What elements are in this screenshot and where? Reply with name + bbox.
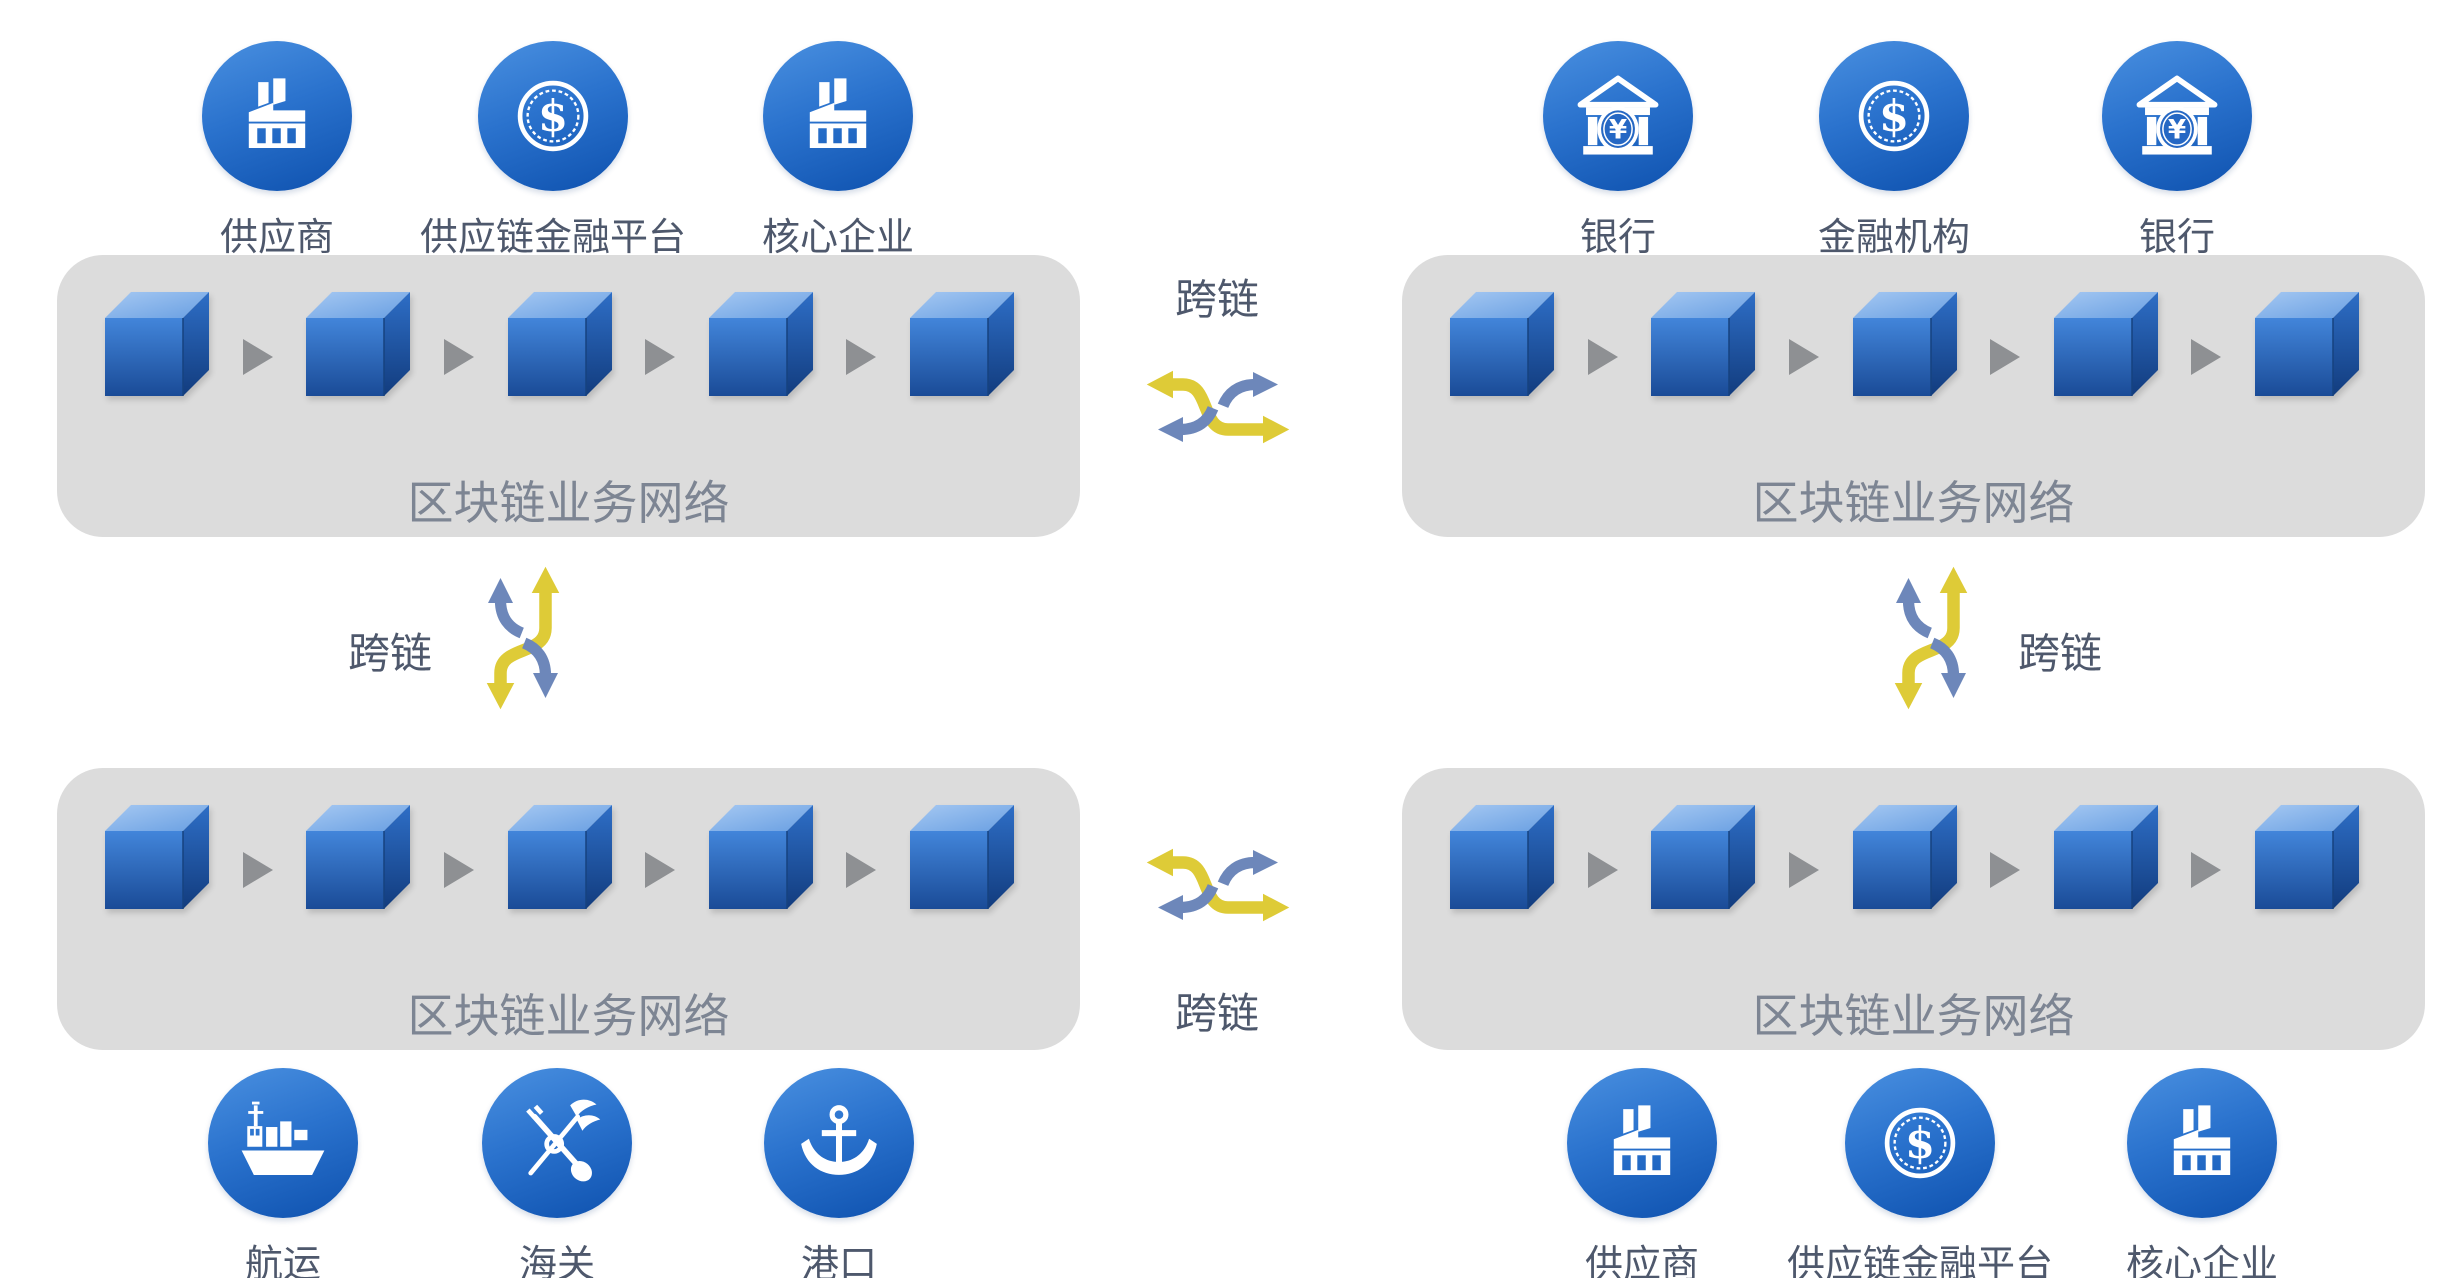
- cross-chain-swap-icon: [1143, 357, 1293, 457]
- block-cube: [1450, 292, 1554, 396]
- chain-arrow-icon: [1990, 852, 2021, 888]
- block-cube: [2054, 292, 2158, 396]
- org-label-bank: 银行: [2138, 217, 2216, 259]
- bank-yuan-icon: [2102, 41, 2252, 191]
- block-cube: [306, 805, 410, 909]
- chain-arrow-icon: [645, 339, 676, 375]
- customs-emblem-icon: [482, 1068, 632, 1218]
- cargo-ship-icon: [208, 1068, 358, 1218]
- dollar-coin-icon: [1819, 41, 1969, 191]
- network-label: 区块链业务网络: [407, 990, 730, 1042]
- block-cube: [910, 292, 1014, 396]
- block-cube: [105, 805, 209, 909]
- chain-arrow-icon: [242, 852, 273, 888]
- block-chain: [1450, 292, 2359, 396]
- factory-icon: [202, 41, 352, 191]
- factory-icon: [2127, 1068, 2277, 1218]
- factory-icon: [763, 41, 913, 191]
- org-label-supplier: 供应商: [219, 217, 335, 259]
- org-label-core-enterprise: 核心企业: [761, 217, 915, 259]
- cross-chain-label: 跨链: [347, 630, 433, 677]
- network-label: 区块链业务网络: [407, 477, 730, 529]
- chain-arrow-icon: [846, 339, 877, 375]
- org-label-scf-platform: 供应链金融平台: [1786, 1244, 2054, 1278]
- chain-arrow-icon: [1587, 339, 1618, 375]
- cross-chain-label: 跨链: [1174, 276, 1260, 323]
- block-cube: [508, 805, 612, 909]
- org-label-customs: 海关: [518, 1244, 596, 1278]
- org-label-scf-platform: 供应链金融平台: [419, 217, 687, 259]
- block-cube: [105, 292, 209, 396]
- chain-arrow-icon: [2191, 852, 2222, 888]
- network-box-bottom-left: 区块链业务网络: [57, 768, 1080, 1050]
- org-label-financial-institution: 金融机构: [1817, 217, 1971, 259]
- block-cube: [2255, 292, 2359, 396]
- anchor-icon: [764, 1068, 914, 1218]
- block-cube: [1853, 805, 1957, 909]
- network-box-top-right: 区块链业务网络: [1402, 255, 2425, 537]
- chain-arrow-icon: [2191, 339, 2222, 375]
- network-label: 区块链业务网络: [1752, 477, 2075, 529]
- chain-arrow-icon: [443, 339, 474, 375]
- block-cube: [1651, 805, 1755, 909]
- org-label-core-enterprise: 核心企业: [2125, 1244, 2279, 1278]
- org-label-bank: 银行: [1579, 217, 1657, 259]
- block-cube: [2054, 805, 2158, 909]
- block-cube: [1853, 292, 1957, 396]
- block-cube: [1450, 805, 1554, 909]
- factory-icon: [1567, 1068, 1717, 1218]
- chain-arrow-icon: [242, 339, 273, 375]
- network-label: 区块链业务网络: [1752, 990, 2075, 1042]
- bank-yuan-icon: [1543, 41, 1693, 191]
- org-label-shipping: 航运: [244, 1244, 322, 1278]
- block-cube: [910, 805, 1014, 909]
- block-cube: [709, 805, 813, 909]
- dollar-coin-icon: [478, 41, 628, 191]
- network-box-top-left: 区块链业务网络: [57, 255, 1080, 537]
- org-label-supplier: 供应商: [1584, 1244, 1700, 1278]
- chain-arrow-icon: [846, 852, 877, 888]
- block-chain: [105, 292, 1014, 396]
- org-label-port: 港口: [800, 1244, 878, 1278]
- block-cube: [709, 292, 813, 396]
- block-chain: [1450, 805, 2359, 909]
- cross-chain-label: 跨链: [1174, 990, 1260, 1037]
- chain-arrow-icon: [1587, 852, 1618, 888]
- block-cube: [1651, 292, 1755, 396]
- block-cube: [2255, 805, 2359, 909]
- chain-arrow-icon: [1788, 339, 1819, 375]
- cross-chain-swap-icon: [1878, 563, 1984, 713]
- block-chain: [105, 805, 1014, 909]
- chain-arrow-icon: [443, 852, 474, 888]
- cross-chain-swap-icon: [470, 563, 576, 713]
- block-cube: [508, 292, 612, 396]
- cross-chain-label: 跨链: [2017, 630, 2103, 677]
- dollar-coin-icon: [1845, 1068, 1995, 1218]
- chain-arrow-icon: [1990, 339, 2021, 375]
- chain-arrow-icon: [645, 852, 676, 888]
- chain-arrow-icon: [1788, 852, 1819, 888]
- network-box-bottom-right: 区块链业务网络: [1402, 768, 2425, 1050]
- block-cube: [306, 292, 410, 396]
- cross-chain-swap-icon: [1143, 835, 1293, 935]
